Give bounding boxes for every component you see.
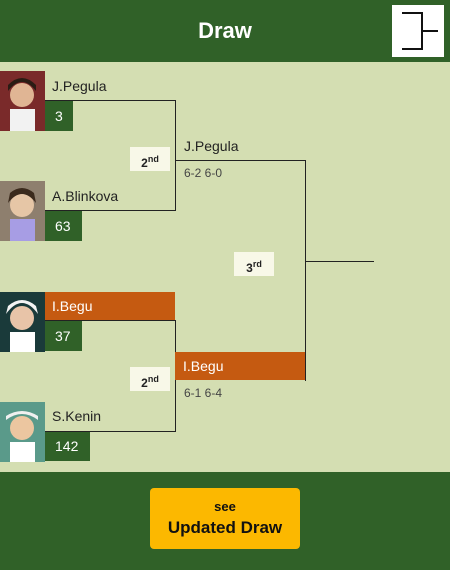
player-photo-pegula [0, 71, 45, 131]
bracket-line [175, 160, 305, 161]
player-name: S.Kenin [52, 408, 102, 424]
player-photo-blinkova [0, 181, 45, 241]
player-rank: 37 [45, 321, 82, 351]
bracket-line [45, 210, 176, 211]
button-big-label: Updated Draw [167, 518, 283, 537]
bracket-icon[interactable] [392, 5, 444, 57]
player-name-highlighted: I.Begu [45, 292, 175, 320]
bracket-line [305, 261, 374, 262]
player-rank: 63 [45, 211, 82, 241]
player-photo-kenin [0, 402, 45, 462]
match-winner-highlighted: I.Begu [175, 352, 305, 380]
round-label: 2nd [130, 367, 170, 391]
draw-area [0, 62, 450, 472]
bracket-line [45, 320, 176, 321]
player-rank: 3 [45, 101, 73, 131]
button-small-label: see [214, 499, 236, 514]
player-rank: 142 [45, 431, 90, 461]
player-name: A.Blinkova [52, 188, 119, 204]
match-winner: J.Pegula [184, 138, 239, 154]
page-title: Draw [198, 18, 252, 43]
player-name: J.Pegula [52, 78, 107, 94]
bracket-line [45, 431, 176, 432]
see-updated-draw-button[interactable]: see Updated Draw [150, 488, 300, 549]
bracket-line [45, 100, 176, 101]
round-label: 3rd [234, 252, 274, 276]
bracket-line [175, 100, 176, 211]
match-score: 6-2 6-0 [184, 166, 223, 180]
round-label: 2nd [130, 147, 170, 171]
header-bar [0, 0, 450, 62]
bracket-line [305, 160, 306, 381]
match-score: 6-1 6-4 [184, 386, 223, 400]
player-photo-begu [0, 292, 45, 352]
